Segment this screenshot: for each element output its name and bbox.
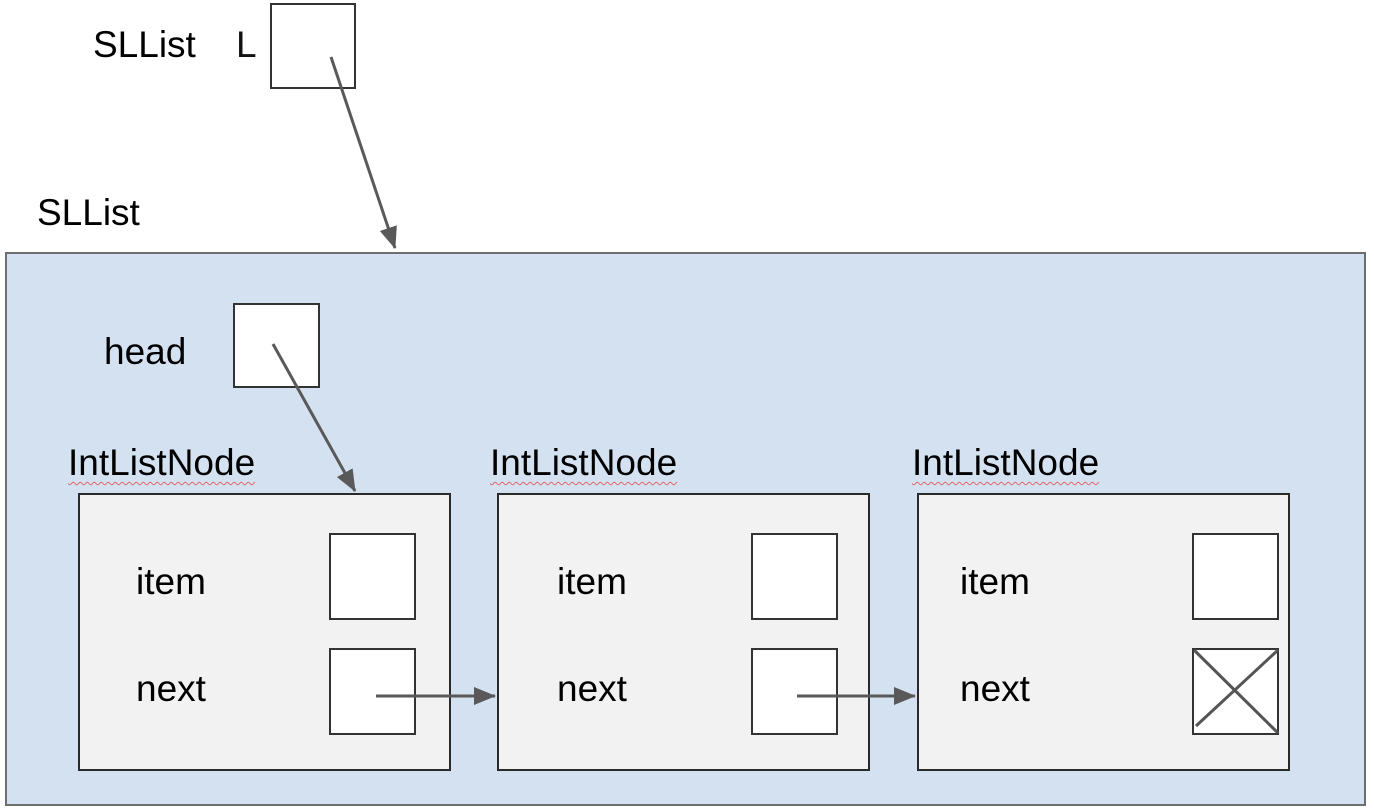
item-label: item: [136, 561, 206, 602]
item-value-box: [751, 533, 838, 620]
next-pointer-box: [751, 648, 838, 735]
variable-name-label: L: [236, 24, 257, 65]
head-to-node-arrow: [271, 343, 357, 492]
item-value-box: [329, 533, 416, 620]
null-cross-icon: [1192, 648, 1280, 735]
next-pointer-box: [329, 648, 416, 735]
variable-pointer-box: [270, 3, 356, 89]
item-value-box: [1192, 533, 1279, 620]
next-label: next: [557, 668, 627, 709]
item-label: item: [557, 561, 627, 602]
object-type-label: SLList: [37, 192, 140, 233]
head-pointer-box: [233, 303, 320, 388]
variable-to-object-arrow: [329, 56, 397, 249]
node-type-label: IntListNode: [490, 442, 678, 483]
item-label: item: [960, 561, 1030, 602]
next-label: next: [960, 668, 1030, 709]
head-label: head: [104, 331, 187, 372]
variable-type-label: SLList: [93, 24, 196, 65]
next-label: next: [136, 668, 206, 709]
node-type-label: IntListNode: [68, 442, 256, 483]
node-type-label: IntListNode: [912, 442, 1100, 483]
